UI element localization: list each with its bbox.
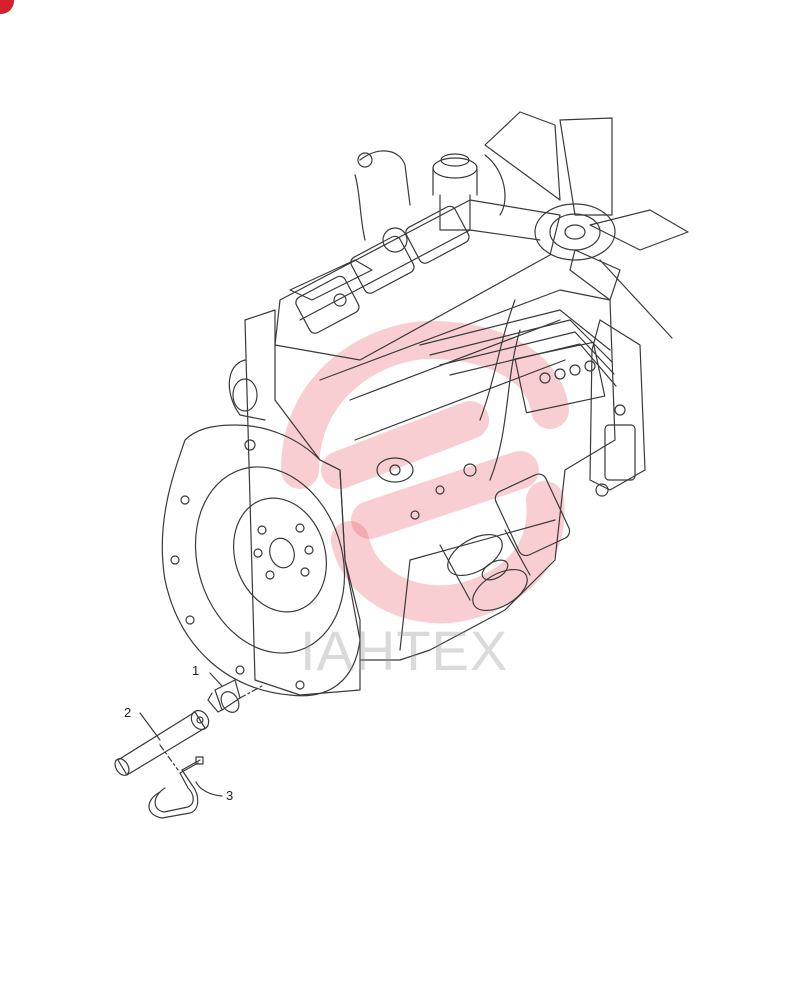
item-1-adapter — [207, 679, 241, 713]
callout-3: 3 — [226, 788, 234, 803]
engine-body — [161, 111, 689, 697]
leader-line-3 — [195, 781, 223, 797]
callout-2: 2 — [124, 705, 132, 720]
item-3-cord — [148, 756, 204, 819]
leader-line-1 — [209, 672, 223, 687]
callout-1: 1 — [192, 663, 200, 678]
leader-line-2 — [139, 712, 161, 741]
watermark-text: IAHTEX — [300, 619, 509, 682]
item-2-heater-element — [114, 709, 210, 776]
heater-parts — [114, 672, 263, 819]
